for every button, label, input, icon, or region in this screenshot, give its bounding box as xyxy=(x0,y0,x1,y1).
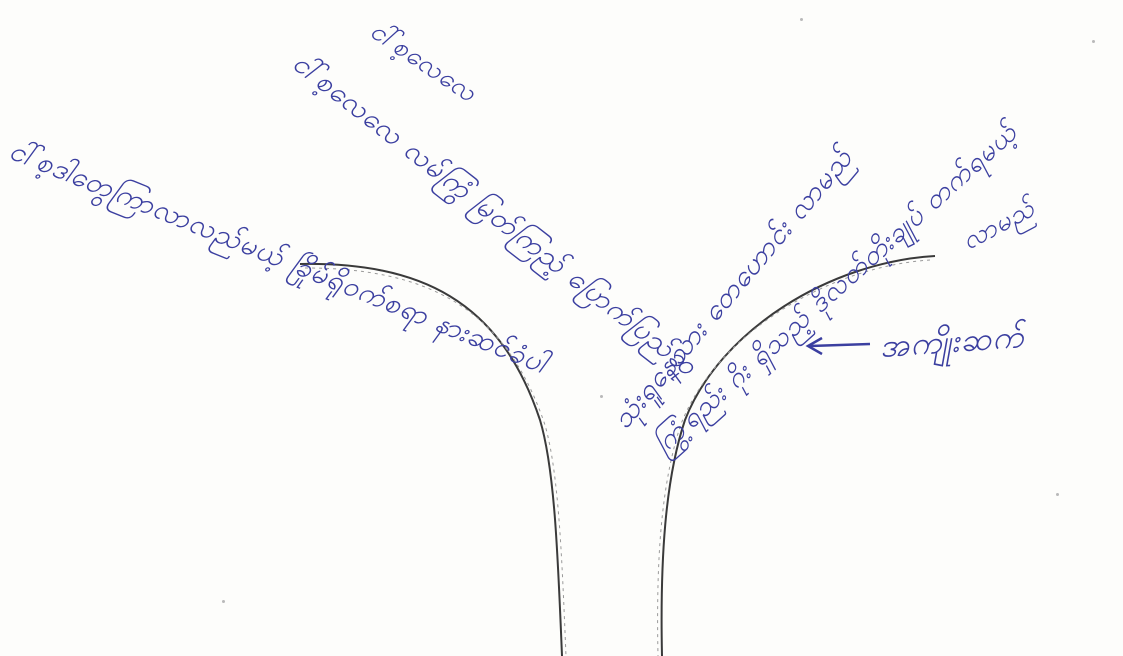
paper-speck xyxy=(222,600,225,603)
paper-speck xyxy=(600,395,603,398)
effect-label: အကျိုးဆက် xyxy=(878,315,1026,373)
paper-speck xyxy=(1056,493,1059,496)
paper-speck xyxy=(1092,40,1095,43)
paper-speck xyxy=(800,18,803,21)
label-arrow-line xyxy=(810,344,870,346)
